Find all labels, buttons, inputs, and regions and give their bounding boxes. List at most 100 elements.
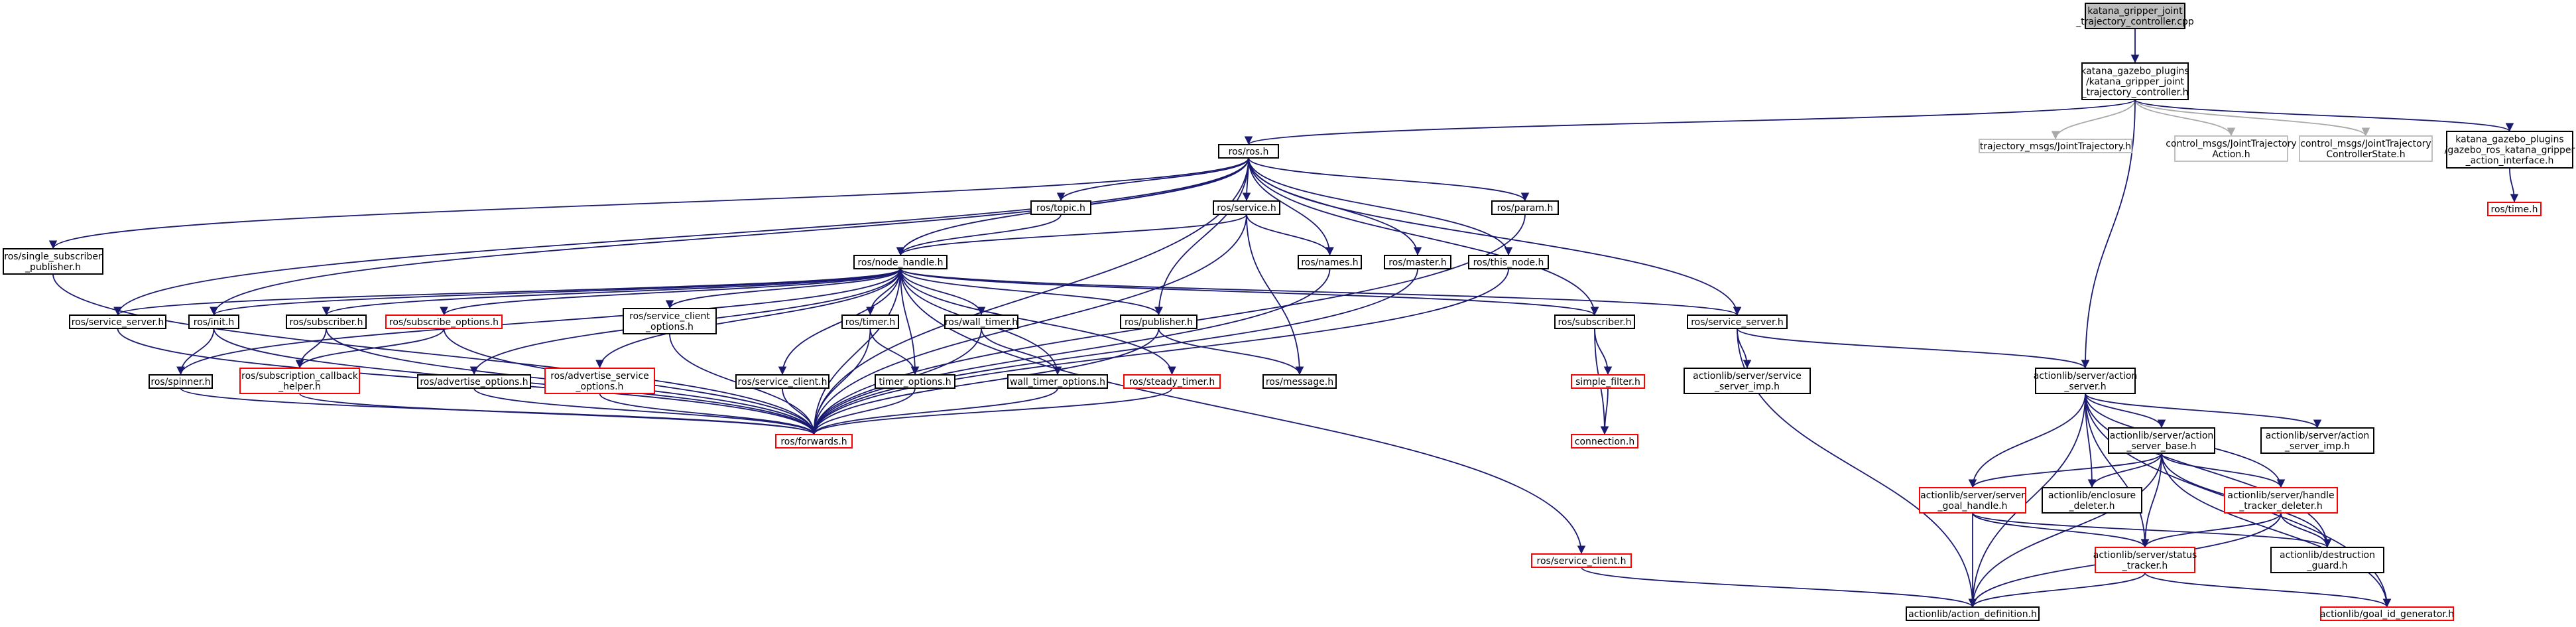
node-ros-service-client[interactable]: ros/service_client.h xyxy=(1531,553,1632,568)
node-topic[interactable]: ros/topic.h xyxy=(1030,200,1091,215)
node-box xyxy=(1979,139,2132,153)
edge-names-to-forwards xyxy=(810,268,1331,435)
node-action-server-imp[interactable]: actionlib/server/action_server_imp.h xyxy=(2260,427,2374,454)
node-master[interactable]: ros/master.h xyxy=(1384,255,1451,269)
node-label: _tracker.h xyxy=(2122,561,2168,571)
node-box xyxy=(2174,135,2288,162)
edge-wall-timer-to-wall-timer-options xyxy=(981,328,1062,376)
node-service-client-options[interactable]: ros/service_client_options.h xyxy=(623,308,717,334)
node-label: ros/param.h xyxy=(1497,203,1554,214)
node-service[interactable]: ros/service.h xyxy=(1213,200,1280,215)
edge-ros-ros-to-subscriber-h2 xyxy=(1248,157,1599,316)
node-destruction-guard[interactable]: actionlib/destruction_guard.h xyxy=(2270,547,2384,573)
node-simple-filter[interactable]: simple_filter.h xyxy=(1571,374,1645,389)
node-label: ros/message.h xyxy=(1266,377,1333,387)
node-action-server-base[interactable]: actionlib/server/action_server_base.h xyxy=(2108,427,2215,454)
node-box xyxy=(2299,135,2433,162)
node-label: ros/publisher.h xyxy=(1125,317,1193,328)
edge-ros-ros-to-service-server xyxy=(113,157,1249,316)
node-box xyxy=(1919,487,2026,514)
node-subscribe-options[interactable]: ros/subscribe_options.h xyxy=(385,314,503,329)
node-label: _server.h xyxy=(2063,382,2106,392)
node-subscriber-h2[interactable]: ros/subscriber.h xyxy=(1554,314,1635,329)
node-init[interactable]: ros/init.h xyxy=(188,314,239,329)
node-service-client[interactable]: ros/service_client.h xyxy=(735,374,829,389)
node-connection[interactable]: connection.h xyxy=(1571,434,1638,449)
node-single-sub[interactable]: ros/single_subscriber_publisher.h xyxy=(3,248,103,275)
node-box xyxy=(853,255,948,269)
node-box xyxy=(2260,427,2374,454)
nodes-layer: katana_gripper_joint_trajectory_controll… xyxy=(3,3,2575,621)
node-wall-timer-options[interactable]: wall_timer_options.h xyxy=(1007,374,1108,389)
node-box xyxy=(841,314,899,329)
node-service-server2[interactable]: ros/service_server.h xyxy=(1687,314,1788,329)
node-service-server[interactable]: ros/service_server.h xyxy=(69,314,166,329)
node-sub-cb-helper[interactable]: ros/subscription_callback_helper.h xyxy=(239,368,360,394)
node-box xyxy=(3,248,103,275)
node-node-handle[interactable]: ros/node_handle.h xyxy=(853,255,948,269)
node-label: ros/init.h xyxy=(194,317,235,328)
edge-subscriber-h2-to-simple-filter xyxy=(1594,328,1613,376)
node-goal-id-generator[interactable]: actionlib/goal_id_generator.h xyxy=(2320,606,2454,621)
edge-node-handle-to-init xyxy=(210,268,901,316)
node-label: actionlib/server/server xyxy=(1920,490,2025,501)
edge-node-handle-to-publisher xyxy=(900,268,1163,316)
node-ros-ros[interactable]: ros/ros.h xyxy=(1218,144,1279,159)
edge-wall-timer-options-to-forwards xyxy=(810,387,1058,435)
node-advertise-service-options[interactable]: ros/advertise_service_options.h xyxy=(544,368,655,394)
edge-ctrl-h-to-ctrl-action xyxy=(2134,99,2236,137)
node-svc-server-imp[interactable]: actionlib/server/service_server_imp.h xyxy=(1684,368,1811,394)
node-box xyxy=(417,374,531,389)
node-server-goal-handle[interactable]: actionlib/server/server_goal_handle.h xyxy=(1919,487,2026,514)
node-label: actionlib/goal_id_generator.h xyxy=(2320,609,2454,620)
node-label: connection.h xyxy=(1575,437,1634,447)
node-param[interactable]: ros/param.h xyxy=(1491,200,1559,215)
node-enclosure-deleter[interactable]: actionlib/enclosure_deleter.h xyxy=(2042,487,2142,514)
edge-node-handle-to-spinner xyxy=(176,268,901,376)
edge-ros-ros-to-topic xyxy=(1056,157,1249,202)
node-label: _trajectory_controller.cpp xyxy=(2075,17,2194,27)
node-label: control_msgs/JointTrajectory xyxy=(2166,139,2296,149)
node-wall-timer[interactable]: ros/wall_timer.h xyxy=(944,314,1018,329)
node-label: ros/advertise_options.h xyxy=(420,377,528,387)
node-action-definition[interactable]: actionlib/action_definition.h xyxy=(1906,606,2040,621)
node-timer-options[interactable]: timer_options.h xyxy=(875,374,955,389)
edge-action-server-base-to-status-tracker xyxy=(2140,453,2162,548)
node-forwards[interactable]: ros/forwards.h xyxy=(775,434,853,449)
node-spinner[interactable]: ros/spinner.h xyxy=(149,374,213,389)
node-steady-timer[interactable]: ros/steady_timer.h xyxy=(1123,374,1221,389)
node-box xyxy=(944,314,1018,329)
node-label: ros/service_client.h xyxy=(1537,556,1626,567)
node-ctrl-h[interactable]: katana_gazebo_plugins/katana_gripper_joi… xyxy=(2081,62,2189,100)
node-box xyxy=(1007,374,1108,389)
edge-advertise-service-options-to-forwards xyxy=(599,393,818,435)
node-action-server[interactable]: actionlib/server/action_server.h xyxy=(2034,368,2138,394)
node-this-node[interactable]: ros/this_node.h xyxy=(1468,255,1549,269)
node-status-tracker[interactable]: actionlib/server/status_tracker.h xyxy=(2093,547,2197,573)
node-message[interactable]: ros/message.h xyxy=(1262,374,1337,389)
node-advertise-options[interactable]: ros/advertise_options.h xyxy=(417,374,531,389)
node-traj-msg[interactable]: trajectory_msgs/JointTrajectory.h xyxy=(1979,139,2132,153)
node-root[interactable]: katana_gripper_joint_trajectory_controll… xyxy=(2075,3,2194,29)
node-label: actionlib/enclosure xyxy=(2048,490,2136,501)
node-ctrl-state[interactable]: control_msgs/JointTrajectoryControllerSt… xyxy=(2299,135,2433,162)
node-timer[interactable]: ros/timer.h xyxy=(841,314,899,329)
node-box xyxy=(1123,374,1221,389)
node-publisher[interactable]: ros/publisher.h xyxy=(1120,314,1197,329)
node-ros-time[interactable]: ros/time.h xyxy=(2487,202,2542,216)
node-label: timer_options.h xyxy=(879,377,951,387)
edge-topic-to-node-handle xyxy=(896,214,1062,256)
edge-node-handle-to-advertise-service-options xyxy=(595,268,901,369)
node-box xyxy=(149,374,213,389)
node-subscriber[interactable]: ros/subscriber.h xyxy=(286,314,367,329)
node-handle-tracker-deleter[interactable]: actionlib/server/handle_tracker_deleter.… xyxy=(2224,487,2338,514)
node-box xyxy=(1687,314,1788,329)
node-box xyxy=(623,308,717,334)
node-box xyxy=(2446,131,2573,169)
node-label: actionlib/action_definition.h xyxy=(1908,609,2037,620)
node-names[interactable]: ros/names.h xyxy=(1298,255,1362,269)
edge-node-handle-to-subscriber-h2 xyxy=(900,268,1599,316)
node-action-iface[interactable]: katana_gazebo_plugins/gazebo_ros_katana_… xyxy=(2445,131,2575,169)
